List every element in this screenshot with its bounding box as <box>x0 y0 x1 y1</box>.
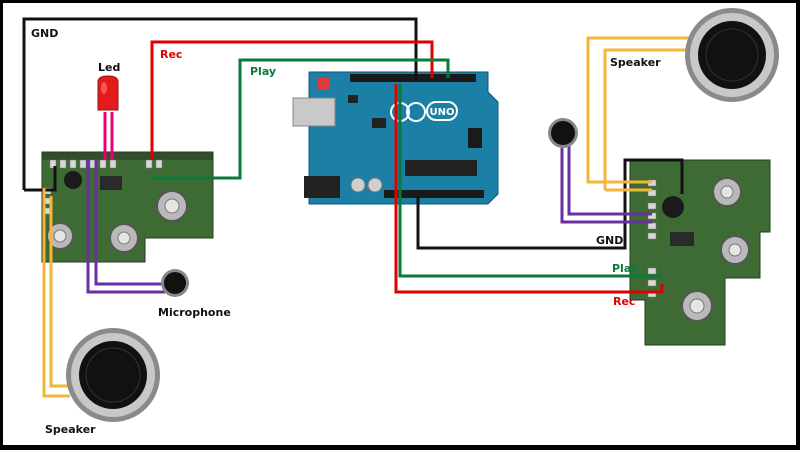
speaker-wire-left-b <box>49 196 70 388</box>
speaker-right <box>685 8 779 102</box>
wires <box>22 17 700 398</box>
mic-wire-right-b <box>567 140 652 216</box>
speaker-wire-right-b <box>603 48 700 190</box>
microphone-right <box>548 118 578 148</box>
label-play-right: Play <box>612 262 638 275</box>
label-rec-top: Rec <box>160 48 182 61</box>
speaker-wire-left-a <box>42 188 70 398</box>
label-rec-right: Rec <box>613 295 635 308</box>
label-gnd-left: GND <box>31 27 58 40</box>
mic-wire-left-b <box>94 160 165 286</box>
play-wire-top <box>152 58 450 180</box>
speaker-left <box>66 328 160 422</box>
play-wire-right <box>398 84 662 278</box>
label-led: Led <box>98 61 120 74</box>
right-voice-module <box>629 159 771 346</box>
mic-wire-right-a <box>560 140 652 224</box>
gnd-wire-left <box>22 17 418 190</box>
rec-wire-right <box>394 84 664 294</box>
label-speaker-bottom: Speaker <box>45 423 96 436</box>
label-play-top: Play <box>250 65 276 78</box>
mic-wire-left-a <box>86 160 165 294</box>
gnd-wire-right <box>416 158 684 250</box>
led-component <box>97 75 119 111</box>
microphone-left <box>161 269 189 297</box>
board-logo-text: UNO <box>430 107 455 118</box>
label-microphone: Microphone <box>158 306 231 319</box>
label-gnd-right: GND <box>596 234 623 247</box>
arduino-uno-board: UNO <box>292 71 499 205</box>
label-speaker-top: Speaker <box>610 56 661 69</box>
